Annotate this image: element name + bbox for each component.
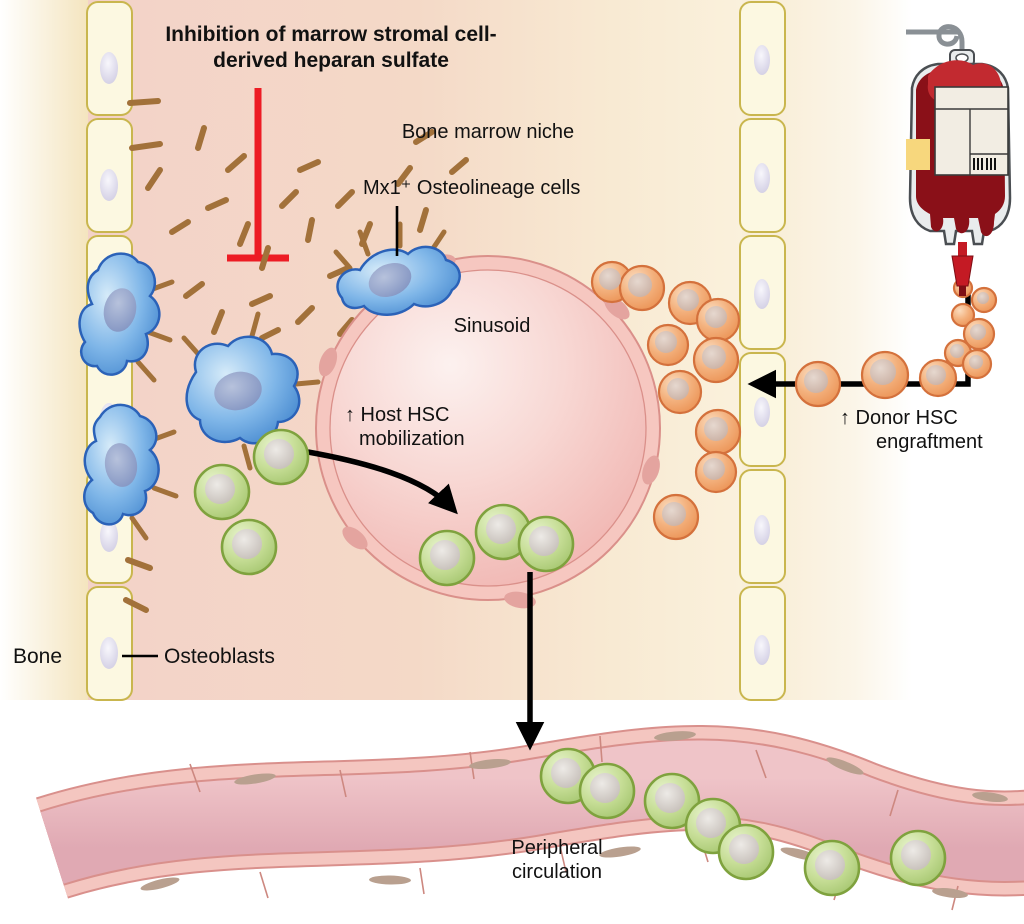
osteoblast-nuclei-right [754,45,770,665]
osteolineage-nuclei [103,263,412,487]
bag-label [934,86,1009,176]
host-hsc-nuclei [205,439,559,570]
host-mobilization-arrow [307,449,458,515]
bag-hanger-hook [906,24,965,56]
donor-hsc-nuclei [599,268,989,526]
osteolineage-cells [78,221,461,541]
donor-engraftment-path [590,260,998,541]
blood-bag-icon [906,24,1012,296]
heparan-sulfate-fragments [123,98,469,613]
host-hsc-cells-in-vessel [539,747,947,897]
host-hsc-cells [193,428,575,587]
barcode [973,158,996,170]
sinusoid-vessel [315,254,661,609]
peripheral-vessel [36,724,1024,911]
yellow-sticker [906,139,930,170]
inhibition-bar-icon [227,88,289,262]
endothelial-nuclei [140,731,1008,898]
bag-spike-connector [951,242,974,296]
